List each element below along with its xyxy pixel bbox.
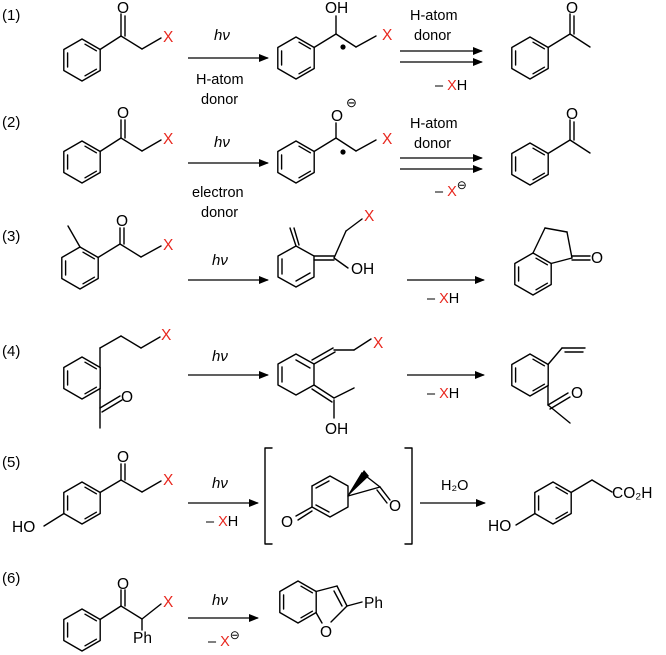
product-indanone: O [514, 227, 603, 296]
leaving-group-x: X [163, 594, 174, 611]
bracket-left [264, 447, 273, 545]
oxygen-label: O [117, 105, 129, 122]
leaving-group-x: X [161, 327, 172, 344]
radical-dot [340, 44, 346, 50]
condition-reagent: electron [192, 185, 244, 201]
oxygen-label: O [281, 514, 293, 531]
oxygen-label: O [117, 449, 129, 466]
leaving-group-x: X [163, 237, 174, 254]
reaction-number: (2) [2, 114, 20, 131]
reaction-number: (6) [2, 570, 20, 587]
hydroxyl-label: OH [325, 421, 348, 438]
phenyl-label: Ph [364, 595, 383, 612]
reactant-phenacyl-x: O X [63, 105, 174, 184]
condition-light: hν [212, 252, 228, 269]
oxygen-label: O [571, 385, 583, 402]
intermediate-photoenol: OH X [277, 208, 375, 288]
oxygen-label: O [566, 106, 578, 123]
oxygen-label: O [331, 108, 343, 125]
reaction-row-2: (2) O X hν electron donor O ⊖ X H-a [2, 95, 591, 221]
condition-byproduct: – X⊖ [208, 628, 240, 650]
reactant-desyl-x: O X Ph [63, 576, 174, 652]
leaving-group-x: X [382, 27, 393, 44]
leaving-group-x: X [163, 29, 174, 46]
leaving-group-x: X [382, 131, 393, 148]
reaction-number: (3) [2, 228, 20, 245]
reaction-number: (5) [2, 454, 20, 471]
condition-light: hν [214, 27, 230, 44]
reactant-p-hydroxyphenacyl-x: O X HO [12, 449, 174, 536]
radical-dot [340, 149, 346, 155]
bracket-right [404, 447, 413, 545]
condition-reagent: H-atom [410, 116, 458, 132]
condition-reagent: H₂O [441, 478, 468, 494]
carboxylic-acid-label: CO₂H [612, 485, 652, 502]
oxygen-label: O [320, 624, 332, 641]
reaction-row-1: (1) O X hν H-atom donor OH X H- [2, 0, 591, 108]
condition-reagent-2: donor [414, 136, 451, 152]
condition-reagent: H-atom [196, 72, 244, 88]
oxygen-label: O [566, 0, 578, 17]
product-2-phenylbenzofuran: O Ph [279, 580, 383, 641]
reaction-row-5: (5) O X HO hν – XH O [2, 447, 652, 545]
condition-reagent: H-atom [410, 8, 458, 24]
condition-byproduct: – XH [206, 514, 238, 530]
intermediate-ketyl-radical: OH X [277, 0, 393, 80]
hydroxyl-label: OH [325, 0, 348, 17]
leaving-group-x: X [163, 472, 174, 489]
condition-light: hν [212, 475, 228, 492]
reactant-phenacyl-x: O X [63, 0, 174, 82]
intermediate-spirodienone: O O [281, 470, 401, 531]
reactant-o-acetyl-phenethyl-x: O X [63, 327, 172, 429]
condition-reagent-2: donor [414, 28, 451, 44]
product-p-hydroxyphenylacetic-acid: HO CO₂H [488, 479, 652, 535]
reactant-o-methyl-phenacyl-x: O X [61, 213, 174, 290]
product-acetophenone: O [511, 0, 591, 80]
condition-byproduct: – XH [427, 386, 459, 402]
condition-light: hν [214, 134, 230, 151]
condition-byproduct: – XH [435, 78, 467, 94]
reaction-row-3: (3) O X hν OH X – X [2, 208, 603, 307]
condition-light: hν [212, 592, 228, 609]
reaction-row-6: (6) O X Ph hν – X⊖ O Ph [2, 570, 383, 652]
product-acetophenone: O [511, 106, 591, 186]
condition-byproduct: – X⊖ [435, 178, 467, 200]
condition-light: hν [212, 348, 228, 365]
leaving-group-x: X [364, 208, 375, 225]
negative-charge: ⊖ [346, 95, 357, 110]
condition-byproduct: – XH [427, 291, 459, 307]
oxygen-label: O [117, 0, 129, 17]
reaction-number: (4) [2, 343, 20, 360]
condition-reagent-2: donor [201, 92, 238, 108]
phenyl-label: Ph [133, 630, 152, 647]
reaction-row-4: (4) O X hν OH [2, 327, 586, 438]
oxygen-label: O [121, 389, 133, 406]
oxygen-label: O [389, 498, 401, 515]
product-o-acetyl-styrene: O [511, 347, 586, 424]
leaving-group-x: X [373, 335, 384, 352]
oxygen-label: O [116, 213, 128, 230]
leaving-group-x: X [163, 131, 174, 148]
condition-reagent-2: donor [201, 205, 238, 221]
intermediate-dienol: OH X [277, 335, 384, 438]
hydroxyl-label: OH [351, 261, 374, 278]
reaction-number: (1) [2, 7, 20, 24]
hydroxyl-label: HO [12, 519, 35, 536]
oxygen-label: O [117, 576, 129, 593]
intermediate-ketyl-radical-anion: O ⊖ X [277, 95, 393, 184]
hydroxyl-label: HO [488, 518, 511, 535]
oxygen-label: O [591, 250, 603, 267]
